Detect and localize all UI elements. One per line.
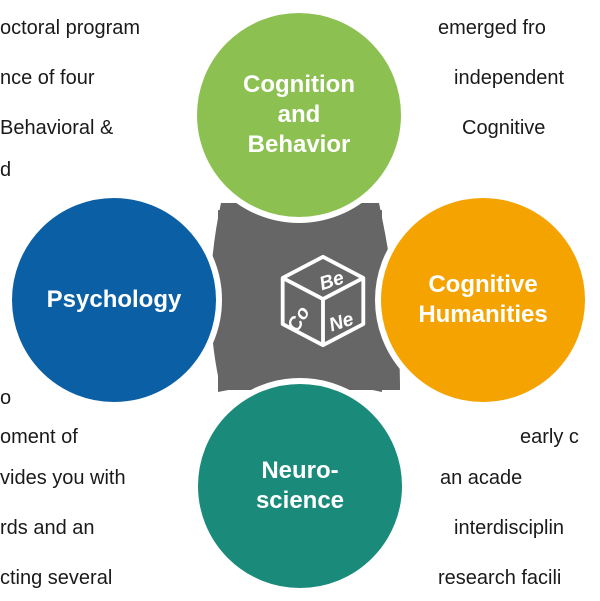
text-line: oment of	[0, 426, 78, 448]
text-line: nce of four	[0, 67, 95, 89]
text-line: Behavioral &	[0, 117, 114, 139]
text-line: o	[0, 387, 12, 409]
text-line: interdisciplin	[454, 517, 565, 539]
circle-label: Behavior	[247, 131, 351, 158]
text-line: an acade	[440, 467, 523, 489]
text-line: emerged fro	[438, 17, 546, 39]
circle-label: Cognitive	[428, 271, 538, 298]
text-line: Cognitive	[462, 117, 546, 139]
text-line: cting several	[0, 567, 113, 589]
cobene-cube-logo-icon: Be Co Ne	[280, 254, 366, 348]
circle-label: Humanities	[418, 301, 548, 328]
text-line: early c	[520, 426, 579, 448]
text-line: research facili	[438, 567, 562, 589]
text-line: octoral program	[0, 17, 141, 39]
circle-neuroscience: Neuro- science	[192, 378, 408, 594]
circle-cognitive-humanities: Cognitive Humanities	[375, 192, 591, 408]
text-line: independent	[454, 67, 565, 89]
circle-label: science	[255, 487, 345, 514]
text-line: d	[0, 159, 12, 181]
text-line: rds and an	[0, 517, 95, 539]
circle-label: and	[277, 101, 321, 128]
circle-cognition-behavior: Cognition and Behavior	[191, 7, 407, 223]
circle-label: Cognition	[243, 71, 355, 98]
text-line: vides you with	[0, 467, 126, 489]
circle-psychology: Psychology	[6, 192, 222, 408]
circle-label: Neuro-	[261, 457, 339, 484]
circle-label: Psychology	[46, 286, 182, 313]
